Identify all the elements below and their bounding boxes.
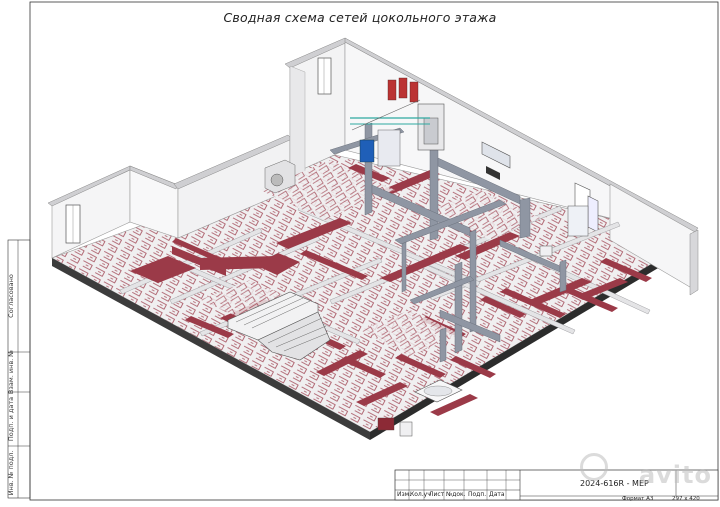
watermark-text: avito — [638, 461, 712, 489]
door-icon — [317, 57, 332, 95]
drawing-title: Сводная схема сетей цокольного этажа — [223, 10, 497, 25]
tb-col-sheet: Лист — [429, 491, 445, 498]
sheet-size: 297 x 420 — [672, 496, 700, 502]
door-icon — [587, 195, 599, 233]
side-label-replacement: Взам. инв. № — [7, 349, 15, 395]
tb-col-date: Дата — [489, 491, 505, 498]
side-label-inventory: Инв. № подл. — [7, 450, 15, 496]
margin-strip — [7, 239, 31, 499]
title-block — [394, 469, 719, 501]
tb-col-count: Кол.уч — [410, 491, 431, 498]
window-icon — [65, 204, 81, 244]
slab-edge-left — [52, 258, 370, 440]
side-label-approved: Согласовано — [7, 274, 15, 318]
wall-right-end — [689, 229, 699, 296]
shower-icon — [567, 205, 589, 237]
sheet-format: Формат А3 — [622, 496, 654, 502]
tb-col-doc: №док. — [446, 491, 466, 498]
tb-col-change: Изм. — [397, 491, 412, 498]
sink-icon — [377, 245, 553, 437]
side-label-signature: Подп. и дата — [7, 396, 15, 442]
watermark-logo-icon — [580, 453, 608, 481]
tb-col-sign: Подп. — [468, 491, 487, 498]
bathtub-icon — [414, 379, 463, 403]
staircase-icon — [227, 291, 331, 361]
project-code: 2024-616R - MEP — [580, 479, 649, 488]
ac-unit-icon — [264, 159, 296, 194]
window-icon — [481, 141, 511, 180]
boiler-icon — [350, 77, 445, 167]
